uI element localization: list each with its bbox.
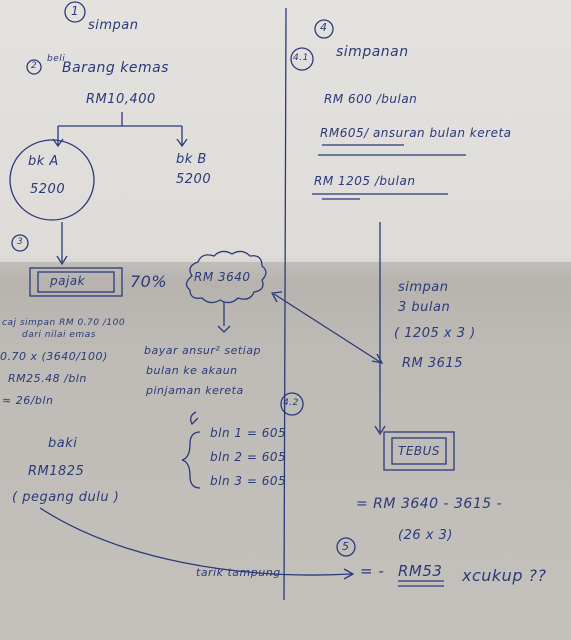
- calc-1205x3: ( 1205 x 3 ): [394, 326, 476, 341]
- rm3615-amount: RM 3615: [402, 356, 463, 371]
- link-arrow-head-left: [270, 291, 283, 303]
- bk-a-circle: [9, 139, 95, 221]
- bulan-3-label: 3 bulan: [398, 300, 451, 315]
- pajak-box: [29, 267, 123, 297]
- marker-circle-4: [314, 19, 334, 39]
- calc-line-3: ≈ 26/bln: [2, 394, 54, 407]
- rm600-line: RM 600 /bulan: [324, 92, 418, 106]
- page-divider: [283, 7, 287, 601]
- tarik-curve: [39, 507, 353, 576]
- bln-3: bln 3 = 605: [210, 474, 287, 488]
- tree-right-arrow: [176, 138, 188, 148]
- calc-line-1: 0.70 x (3640/100): [0, 350, 108, 363]
- bln-2: bln 2 = 605: [210, 450, 287, 464]
- tebus-box: [383, 431, 455, 471]
- tebus-inner-box: [391, 437, 447, 465]
- total-amount: RM10,400: [86, 92, 156, 107]
- pajak-percent: 70%: [130, 272, 168, 291]
- barang-kemas-label: Barang kemas: [62, 60, 169, 76]
- simpan-3-label: simpan: [398, 280, 449, 295]
- bk-a-label: bk A: [28, 154, 59, 169]
- marker-1: 1: [71, 4, 80, 18]
- equation-paren: (26 x 3): [398, 528, 453, 543]
- link-arrow: [273, 293, 381, 363]
- bk-b-amount: 5200: [176, 172, 212, 187]
- pajak-inner-box: [37, 271, 115, 293]
- rm605-line: RM605/ ansuran bulan kereta: [320, 126, 512, 140]
- bayar-line-1: bayar ansur² setiap: [144, 344, 261, 357]
- bayar-line-3: pinjaman kereta: [146, 384, 244, 397]
- caj-line-1: caj simpan RM 0.70 /100: [2, 318, 126, 328]
- caj-line-2: dari nilai emas: [22, 330, 96, 340]
- marker-circle-1: [64, 1, 86, 23]
- bayar-line-2: bulan ke akaun: [146, 364, 238, 377]
- down-arrow-head: [56, 255, 68, 266]
- result-amount: RM53: [398, 562, 443, 580]
- marker-circle-2: [26, 59, 42, 75]
- bln-1: bln 1 = 605: [210, 426, 287, 440]
- tarik-curve-head: [343, 568, 355, 580]
- bk-a-amount: 5200: [30, 182, 66, 197]
- calc-line-2: RM25.48 /bln: [8, 372, 87, 385]
- rm1205-line: RM 1205 /bulan: [314, 174, 416, 188]
- marker-2: 2: [31, 61, 38, 71]
- bk-b-label: bk B: [176, 152, 207, 167]
- cloud-shape: [185, 250, 267, 304]
- pajak-label: pajak: [50, 274, 86, 288]
- tarik-tampung-label: tarik tampung: [196, 566, 281, 579]
- result-prefix: = -: [360, 562, 385, 580]
- xcukup-label: xcukup ??: [462, 566, 547, 585]
- baki-amount: RM1825: [28, 464, 85, 479]
- marker-5: 5: [342, 540, 350, 553]
- baki-label: baki: [48, 436, 78, 451]
- brace-arrow: [190, 411, 199, 426]
- right-down-head: [374, 425, 386, 436]
- beli-label: beli: [47, 54, 66, 64]
- brace: [181, 431, 201, 489]
- simpanan-heading: simpanan: [336, 44, 409, 60]
- pegang-label: ( pegang dulu ): [12, 490, 120, 505]
- marker-4: 4: [320, 21, 328, 34]
- marker-3: 3: [17, 237, 24, 247]
- simpan-heading: simpan: [88, 18, 139, 33]
- cloud-tail-head: [217, 325, 231, 333]
- link-arrow-head-right: [371, 353, 384, 364]
- marker-circle-4-2: [280, 392, 304, 416]
- marker-4-2: 4.2: [283, 398, 299, 408]
- marker-circle-3: [11, 234, 29, 252]
- marker-4-1: 4.1: [293, 53, 309, 63]
- tebus-label: TEBUS: [398, 444, 441, 458]
- marker-circle-5: [336, 537, 356, 557]
- cloud-amount: RM 3640: [194, 270, 251, 284]
- marker-circle-4-1: [290, 47, 314, 71]
- equation-line: = RM 3640 - 3615 -: [356, 496, 503, 512]
